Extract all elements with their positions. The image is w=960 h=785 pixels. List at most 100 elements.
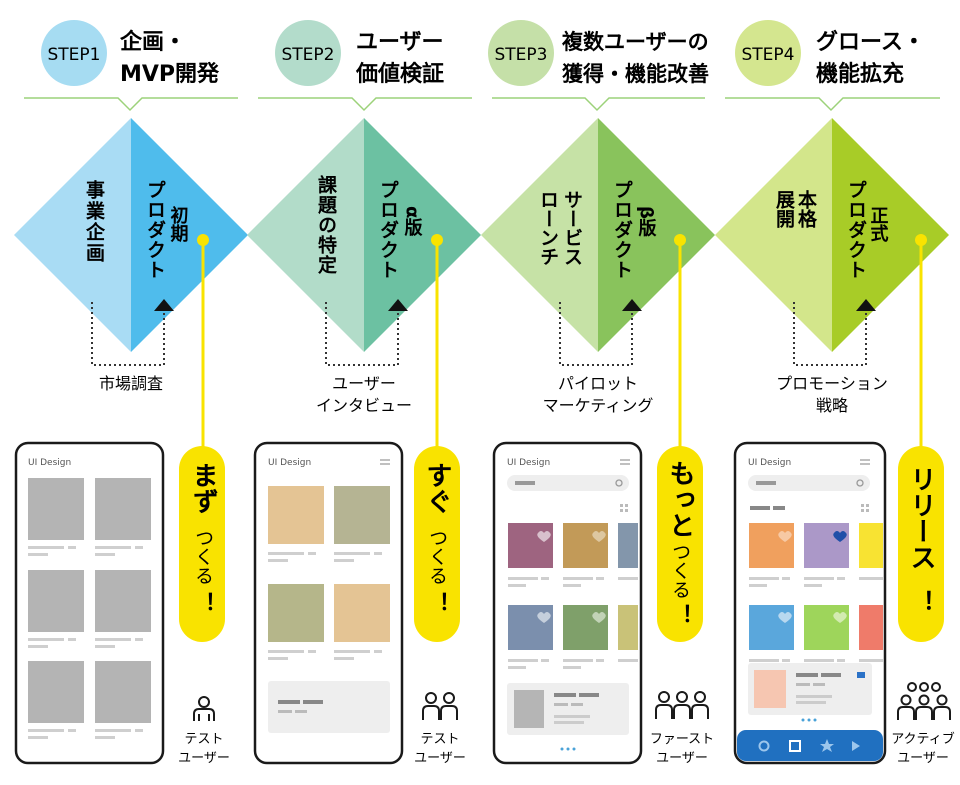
user-type-label-1: アクティブ bbox=[891, 731, 955, 747]
card-thumbnail bbox=[334, 486, 390, 544]
search-bar bbox=[748, 475, 870, 491]
diamond-left-label-line-1: サービス bbox=[561, 190, 583, 266]
method-bracket bbox=[793, 302, 867, 366]
step-title-line-1: グロース・ bbox=[816, 29, 925, 55]
action-label-mark: ！ bbox=[191, 592, 216, 614]
step-3: STEP3 複数ユーザーの 獲得・機能改善 サービス ローンチ プロダクト β版… bbox=[481, 20, 715, 766]
method-label-line-2: マーケティング bbox=[543, 396, 654, 415]
action-label-mark: ！ bbox=[425, 592, 450, 614]
diamond-right-sublabel: α版 bbox=[402, 206, 423, 237]
card-thumbnail bbox=[804, 523, 849, 568]
card-thumbnail bbox=[749, 605, 794, 650]
card-thumbnail bbox=[334, 584, 390, 642]
title-underline bbox=[492, 97, 705, 112]
action-label-main: もっと bbox=[665, 460, 695, 538]
heart-icon bbox=[833, 531, 847, 542]
diamond-right-sublabel: β版 bbox=[636, 206, 657, 238]
method-label-line-1: プロモーション bbox=[776, 374, 888, 393]
step-badge-label: STEP2 bbox=[282, 45, 335, 65]
step-badge-label: STEP4 bbox=[742, 45, 795, 65]
diamond-left-label: 課題の特定 bbox=[315, 174, 337, 275]
user-type-label-2: ユーザー bbox=[897, 751, 949, 766]
diamond-right-label: プロダクト bbox=[377, 180, 399, 280]
diamond-left-half bbox=[715, 118, 832, 352]
heart-icon bbox=[592, 612, 606, 623]
menu-icon bbox=[860, 459, 870, 465]
card-thumbnail bbox=[268, 584, 324, 642]
three-users-icon bbox=[655, 691, 709, 719]
diamond-left-label: 事業企画 bbox=[83, 179, 106, 264]
user-type-label-1: ファースト bbox=[650, 732, 714, 747]
step-title-line-1: 複数ユーザーの bbox=[561, 30, 709, 54]
phone-mockup: UI Design bbox=[253, 441, 404, 765]
step-badge-2 bbox=[275, 20, 341, 86]
method-arrow bbox=[622, 299, 642, 311]
action-label-main: まず bbox=[188, 462, 218, 514]
card-thumbnail bbox=[618, 605, 638, 650]
method-bracket bbox=[559, 302, 633, 366]
action-pill bbox=[179, 446, 225, 642]
heart-icon bbox=[833, 612, 847, 623]
connector-dot bbox=[431, 234, 443, 246]
phone-header-label: UI Design bbox=[268, 458, 311, 468]
action-label-main: リリース bbox=[906, 466, 936, 570]
search-bar bbox=[507, 475, 629, 491]
method-label-line-2: 戦略 bbox=[816, 396, 848, 415]
card-caption-lines bbox=[28, 546, 143, 739]
step-title-line-2: 価値検証 bbox=[355, 61, 444, 87]
card-thumbnail bbox=[28, 478, 84, 540]
method-label-line-2: インタビュー bbox=[316, 396, 412, 415]
method-label-line-1: パイロット bbox=[558, 374, 638, 393]
card-thumbnail bbox=[859, 523, 883, 568]
play-icon bbox=[852, 741, 860, 751]
diamond-right-sublabel: 正式 bbox=[868, 206, 889, 243]
step-title-line-1: 企画・ bbox=[119, 29, 186, 55]
user-type-label-1: テスト bbox=[420, 732, 459, 747]
action-label-mark: ！ bbox=[668, 604, 693, 626]
page-dots bbox=[560, 747, 576, 751]
heart-icon bbox=[537, 612, 551, 623]
card-thumbnail bbox=[95, 661, 151, 723]
step-title-line-2: MVP開発 bbox=[120, 62, 220, 87]
diamond-left-label-line-2: 展開 bbox=[773, 190, 795, 229]
diamond-left-half bbox=[247, 118, 364, 352]
method-label: 市場調査 bbox=[99, 374, 163, 393]
connector-dot bbox=[915, 234, 927, 246]
diamond-left-half bbox=[481, 118, 598, 352]
phone-header-label: UI Design bbox=[28, 458, 71, 468]
diamond-left-label-line-1: 本格 bbox=[795, 189, 817, 229]
card-thumbnail bbox=[28, 661, 84, 723]
card-thumbnail bbox=[28, 570, 84, 632]
method-bracket bbox=[91, 302, 165, 366]
phone-header-label: UI Design bbox=[748, 458, 791, 468]
user-type-label-2: ユーザー bbox=[178, 751, 230, 766]
diamond-right-label: プロダクト bbox=[611, 180, 633, 280]
card-thumbnail bbox=[95, 570, 151, 632]
diamond-right-half bbox=[364, 118, 481, 352]
action-label-mark: ！ bbox=[907, 590, 935, 614]
method-arrow bbox=[154, 299, 174, 311]
user-type-label-1: テスト bbox=[184, 732, 223, 747]
menu-icon bbox=[620, 459, 630, 465]
card-thumbnail bbox=[508, 523, 553, 568]
action-pill bbox=[898, 446, 944, 642]
title-underline bbox=[725, 97, 940, 112]
title-underline bbox=[258, 97, 472, 112]
group-users-icon bbox=[897, 682, 951, 720]
diamond-right-half bbox=[131, 118, 248, 352]
step-2: STEP2 ユーザー 価値検証 課題の特定 プロダクト α版 ユーザー インタビ… bbox=[247, 20, 481, 766]
diamond-right-half bbox=[598, 118, 715, 352]
action-label-sub: つくる bbox=[669, 542, 691, 599]
step-badge-label: STEP1 bbox=[48, 45, 101, 65]
card-thumbnail bbox=[508, 605, 553, 650]
method-bracket bbox=[325, 302, 399, 366]
method-arrow bbox=[856, 299, 876, 311]
card-thumbnail bbox=[95, 478, 151, 540]
card-caption-lines bbox=[749, 577, 883, 669]
step-badge-1 bbox=[41, 20, 107, 86]
diamond-right-label: プロダクト bbox=[845, 180, 867, 280]
menu-icon bbox=[380, 459, 390, 465]
card-thumbnail bbox=[563, 605, 608, 650]
connector-dot bbox=[674, 234, 686, 246]
